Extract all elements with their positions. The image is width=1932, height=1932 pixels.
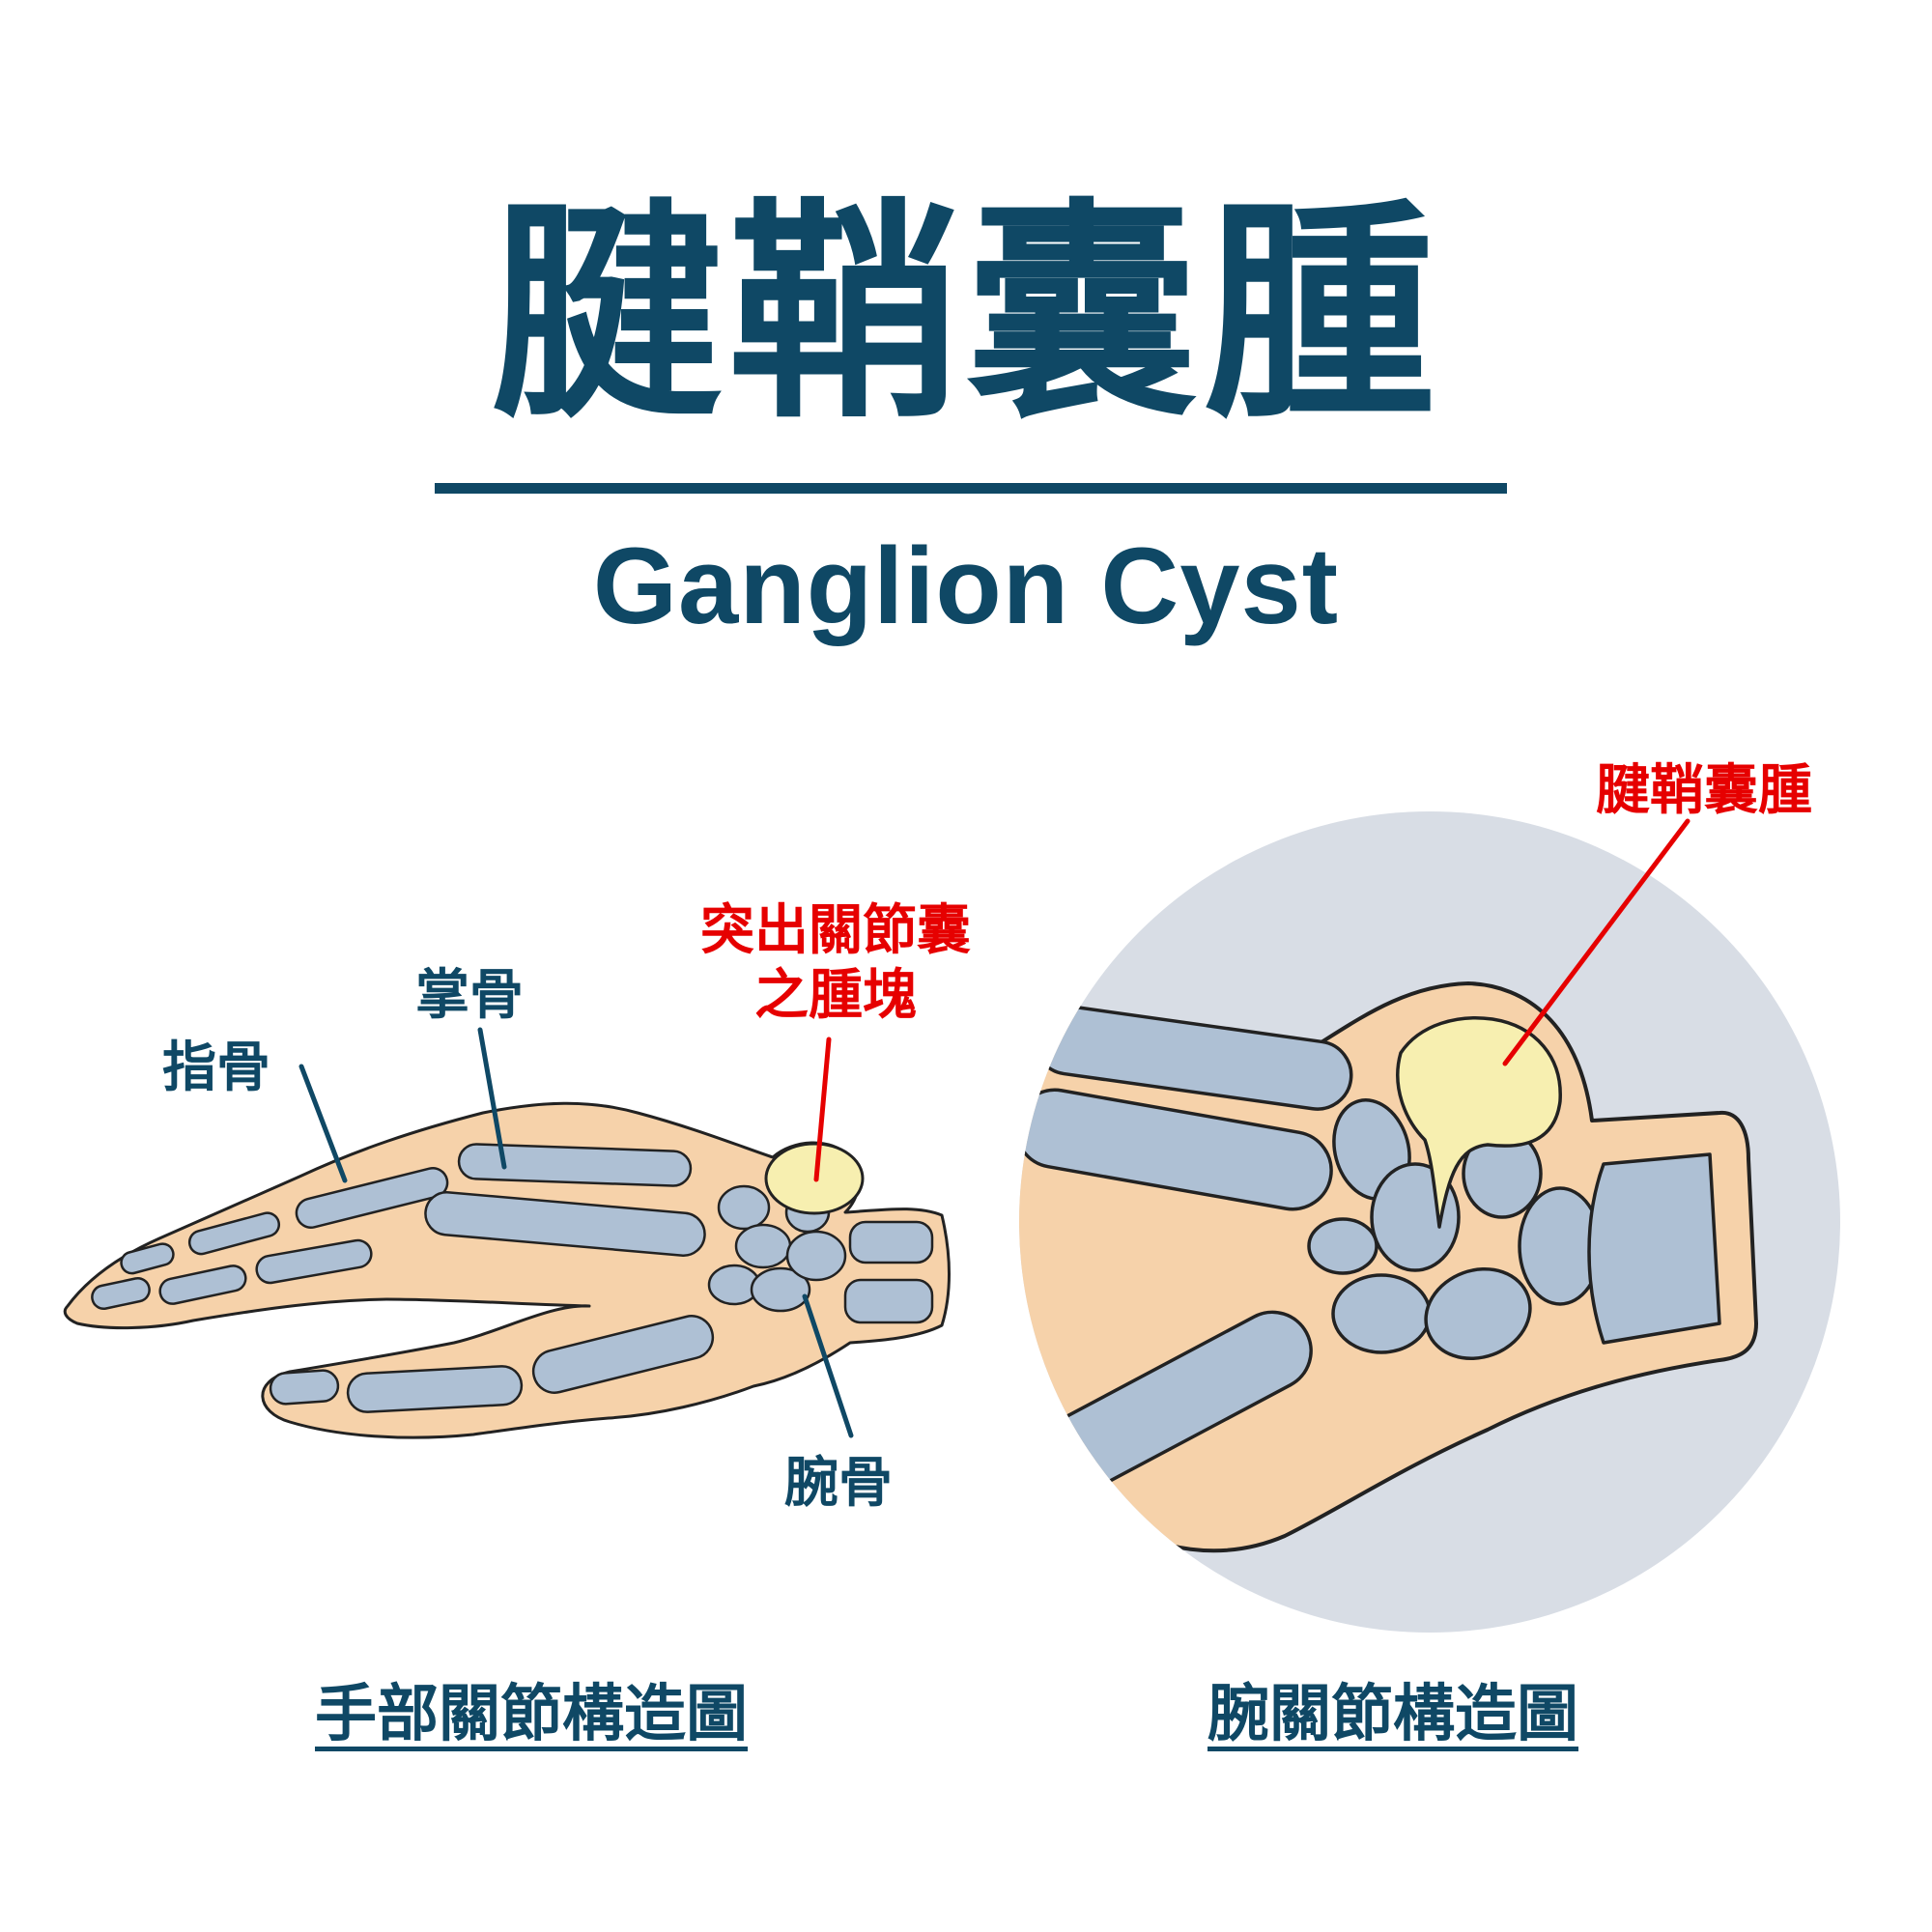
label-cyst: 腱鞘囊腫 — [1596, 759, 1812, 822]
label-carpals: 腕骨 — [784, 1452, 893, 1515]
cyst-leader-line — [1502, 818, 1690, 1066]
wrist-illustration — [1019, 981, 1758, 1553]
carpals-leader-line — [802, 1293, 854, 1438]
page-subtitle: Ganglion Cyst — [592, 526, 1340, 646]
label-phalanges: 指骨 — [162, 1037, 270, 1099]
wrist-cyst — [1396, 1016, 1562, 1229]
phalanges-leader-line — [298, 1064, 348, 1183]
protrusion-leader-line — [813, 1037, 832, 1182]
label-metacarpals: 掌骨 — [415, 964, 524, 1027]
label-protrusion-line2: 之腫塊 — [754, 964, 917, 1028]
hand-illustration — [63, 1101, 951, 1439]
page-title: 腱鞘囊腫 — [490, 179, 1441, 449]
title-underline — [435, 483, 1507, 494]
hand-diagram-caption: 手部關節構造圖 — [315, 1679, 748, 1750]
hand-skin — [63, 1101, 951, 1439]
metacarpals-leader-line — [477, 1027, 507, 1170]
wrist-diagram-caption: 腕關節構造圖 — [1208, 1679, 1578, 1750]
label-protrusion: 突出關節囊 之腫塊 — [676, 898, 995, 1028]
label-protrusion-line1: 突出關節囊 — [700, 899, 971, 962]
